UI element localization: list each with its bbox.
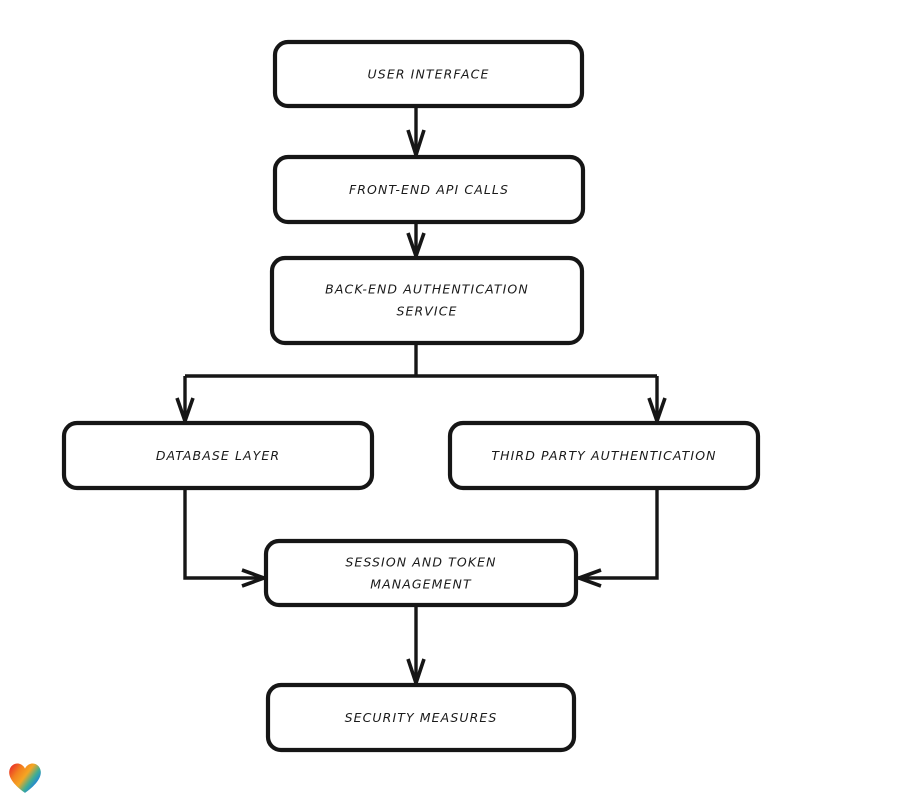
edge-backend-split-bar — [185, 343, 657, 378]
node-user-interface[interactable]: USER INTERFACE — [272, 39, 585, 109]
node-box-user-interface[interactable] — [272, 39, 585, 109]
heart-logo-wrap — [8, 762, 42, 794]
node-security-measures[interactable]: SECURITY MEASURES — [265, 682, 577, 753]
edge-api-to-backend — [406, 222, 426, 262]
edge-thirdparty-to-session — [573, 488, 659, 588]
node-label-front-end-api-calls: FRONT-END API CALLS — [349, 182, 509, 197]
node-label-back-end-authentication-service-line2: SERVICE — [396, 304, 457, 319]
node-label-third-party-authentication: THIRD PARTY AUTHENTICATION — [491, 448, 716, 463]
node-box-front-end-api-calls[interactable] — [272, 154, 586, 225]
node-third-party-authentication[interactable]: THIRD PARTY AUTHENTICATION — [447, 420, 761, 491]
node-label-back-end-authentication-service-line1: BACK-END AUTHENTICATION — [325, 282, 529, 297]
node-box-back-end-authentication-service[interactable] — [269, 255, 585, 346]
node-label-session-and-token-management-line1: SESSION AND TOKEN — [345, 555, 496, 570]
node-box-security-measures[interactable] — [265, 682, 577, 753]
node-box-session-and-token-management[interactable] — [263, 538, 579, 608]
edge-database-to-session — [183, 488, 270, 588]
node-front-end-api-calls[interactable]: FRONT-END API CALLS — [272, 154, 586, 225]
edge-backend-to-thirdparty — [647, 376, 667, 427]
node-session-and-token-management[interactable]: SESSION AND TOKEN MANAGEMENT — [263, 538, 579, 608]
node-label-security-measures: SECURITY MEASURES — [345, 710, 498, 725]
node-back-end-authentication-service[interactable]: BACK-END AUTHENTICATION SERVICE — [269, 255, 585, 346]
edge-session-to-security — [406, 605, 426, 689]
heart-icon — [9, 763, 41, 793]
node-label-user-interface: USER INTERFACE — [368, 67, 490, 82]
node-box-third-party-authentication[interactable] — [447, 420, 761, 491]
node-label-session-and-token-management-line2: MANAGEMENT — [370, 577, 472, 592]
edge-ui-to-api — [406, 106, 426, 161]
node-box-database-layer[interactable] — [61, 420, 375, 491]
edge-backend-to-database — [175, 376, 195, 427]
node-database-layer[interactable]: DATABASE LAYER — [61, 420, 375, 491]
node-label-database-layer: DATABASE LAYER — [156, 448, 280, 463]
